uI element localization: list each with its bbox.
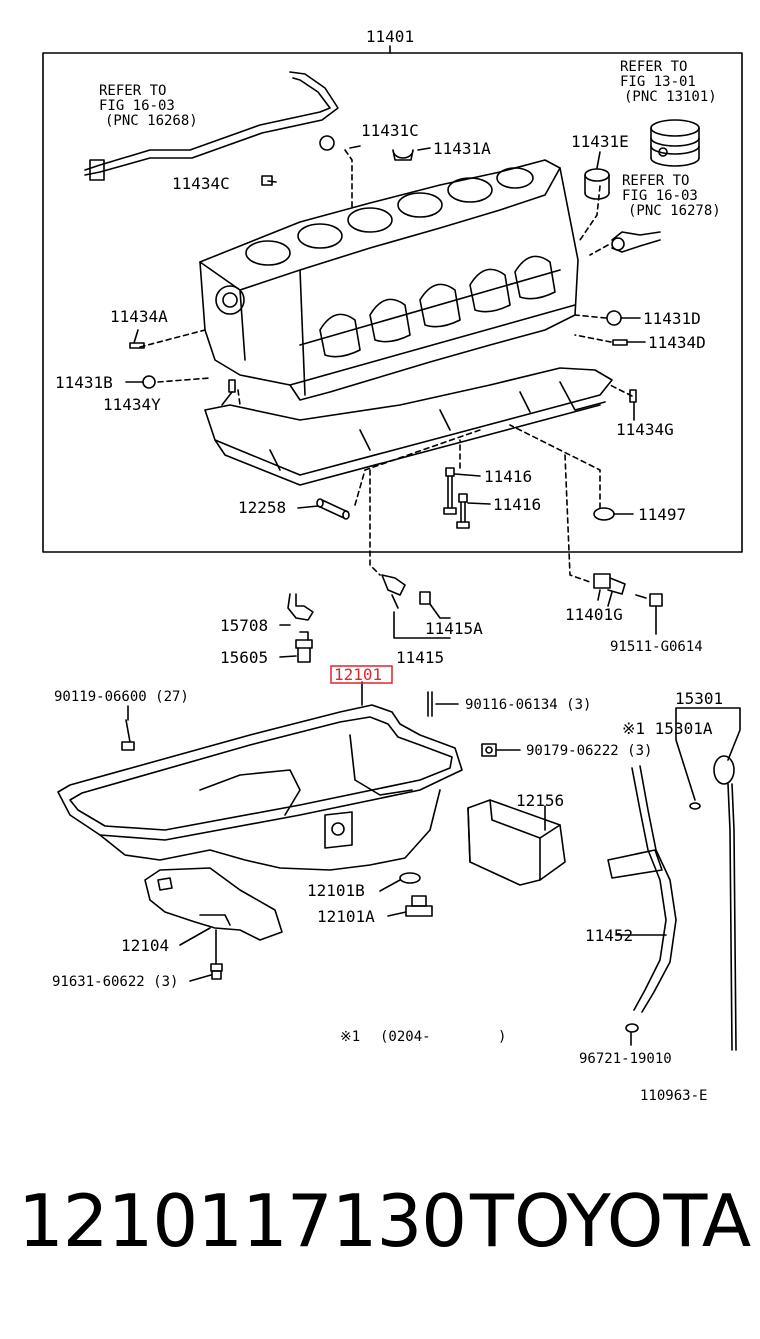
label-12101b: 12101B: [307, 881, 365, 900]
pin-11434y: [228, 379, 236, 393]
bolt-11416-a: [443, 467, 457, 515]
label-11434y: 11434Y: [103, 395, 161, 414]
plug-11431c: [319, 135, 335, 151]
label-11434c: 11434C: [172, 174, 230, 193]
refer-note-line: (PNC 16278): [628, 203, 721, 219]
label-15301a: ※1 15301A: [622, 719, 713, 738]
refer-note-line: FIG 16-03: [99, 98, 175, 114]
bolt-91511: [635, 593, 663, 625]
refer-note-13101: REFER TO FIG 13-01 (PNC 13101): [620, 59, 717, 105]
label-15708: 15708: [220, 616, 268, 635]
label-11431d: 11431D: [643, 309, 701, 328]
oil-pipe-16268: [84, 71, 339, 181]
dipstick-15301: [713, 755, 737, 1051]
applicability-mark: ※1: [340, 1029, 360, 1045]
gasket-12101b: [399, 872, 421, 884]
plug-15605: [295, 631, 313, 663]
refer-note-line: REFER TO: [622, 173, 689, 189]
label-96721-19010: 96721-19010: [579, 1051, 672, 1067]
solid-leaders: [125, 145, 741, 1046]
brand-name: TOYOTA: [470, 1179, 752, 1263]
label-11401g: 11401G: [565, 605, 623, 624]
label-91511-g0614: 91511-G0614: [610, 639, 703, 655]
pin-11434g: [629, 389, 637, 403]
dashed-leaders: [139, 149, 633, 583]
caption-bar: 1210117130 TOYOTA: [0, 1185, 760, 1295]
baffle-plate-12104: [144, 867, 283, 941]
label-15605: 15605: [220, 648, 268, 667]
dowel-12258: [316, 498, 350, 520]
label-11415: 11415: [396, 648, 444, 667]
sensor-11401g: [593, 573, 626, 601]
plug-11431d: [606, 310, 622, 326]
refer-note-line: (PNC 13101): [624, 89, 717, 105]
part-number: 1210117130: [18, 1179, 467, 1263]
label-91631-60622: 91631-60622 (3): [52, 974, 178, 990]
assembly-frame: [42, 52, 743, 553]
baffle-12156: [467, 799, 566, 886]
label-12258: 12258: [238, 498, 286, 517]
highlight-box-12101: [330, 665, 393, 684]
pin-11434d: [612, 339, 628, 346]
plug-11431a: [392, 149, 414, 161]
label-11415a: 11415A: [425, 619, 483, 638]
dipstick-guide-11452: [607, 765, 677, 1033]
bracket-11415: [393, 603, 451, 639]
label-11401: 11401: [366, 27, 414, 46]
elbow-16278: [611, 231, 661, 253]
piston-13101: [650, 119, 700, 167]
refer-note-line: FIG 16-03: [622, 188, 698, 204]
washer-11497: [593, 507, 615, 521]
bracket-15708: [287, 593, 314, 621]
plug-11434c: [261, 175, 273, 186]
label-12101a: 12101A: [317, 907, 375, 926]
bolt-90119: [121, 719, 135, 751]
label-11431c: 11431C: [361, 121, 419, 140]
label-11416-a: 11416: [484, 467, 532, 486]
label-11431b: 11431B: [55, 373, 113, 392]
refer-note-16268: REFER TO FIG 16-03 (PNC 16268): [99, 83, 198, 129]
label-12101-highlighted: 12101: [334, 665, 382, 684]
stud-90116: [427, 691, 433, 717]
refer-note-line: (PNC 16268): [105, 113, 198, 129]
label-11434a: 11434A: [110, 307, 168, 326]
refer-note-line: FIG 13-01: [620, 74, 696, 90]
oil-pan-12101: [57, 704, 463, 871]
figure-code: 110963-E: [640, 1088, 707, 1104]
label-12156: 12156: [516, 791, 564, 810]
nut-90179: [481, 743, 497, 757]
fitting-11415: [381, 574, 431, 609]
label-90119-06600: 90119-06600 (27): [54, 689, 189, 705]
label-11416-b: 11416: [493, 495, 541, 514]
label-12104: 12104: [121, 936, 169, 955]
label-11434g: 11434G: [616, 420, 674, 439]
bolt-91631: [210, 929, 223, 980]
refer-note-line: REFER TO: [99, 83, 166, 99]
label-11452: 11452: [585, 926, 633, 945]
applicability-range: (0204- ): [380, 1029, 506, 1045]
refer-note-16278: REFER TO FIG 16-03 (PNC 16278): [622, 173, 721, 219]
label-11434d: 11434D: [648, 333, 706, 352]
expansion-plug-11431e: [584, 168, 610, 200]
label-90116-06134: 90116-06134 (3): [465, 697, 591, 713]
cylinder-block: [199, 159, 613, 486]
plug-11431b: [142, 375, 156, 389]
label-11431e: 11431E: [571, 132, 629, 151]
refer-note-line: REFER TO: [620, 59, 687, 75]
drain-plug-12101a: [405, 895, 433, 917]
oring-15301a: [689, 802, 701, 810]
label-15301: 15301: [675, 689, 723, 708]
label-11497: 11497: [638, 505, 686, 524]
label-11431a: 11431A: [433, 139, 491, 158]
label-90179-06222: 90179-06222 (3): [526, 743, 652, 759]
bolt-11416-b: [456, 493, 470, 529]
